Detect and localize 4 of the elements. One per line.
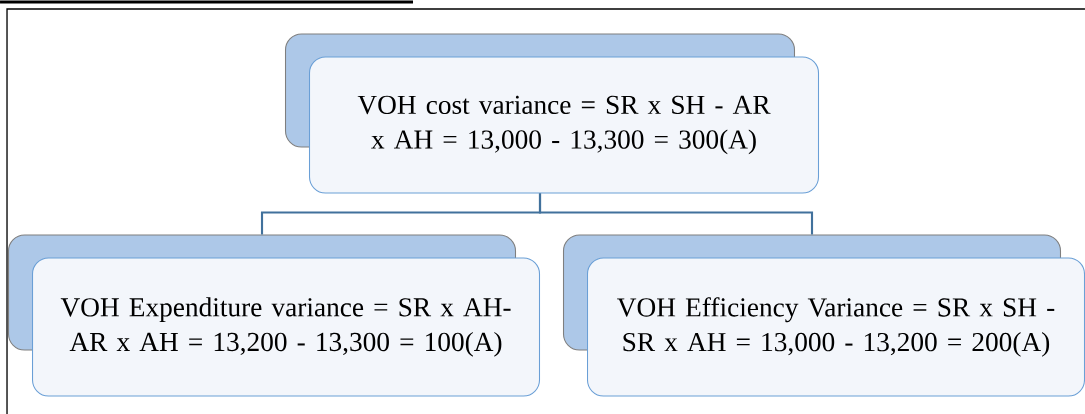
hierarchy-box: VOH Expenditure variance = SR x AH- AR x AH = 13,200 - 13,300 = 100(A) bbox=[8, 234, 541, 397]
hierarchy-box: VOH cost variance = SR x SH - AR x AH = 13,000 - 13,300 = 300(A) bbox=[284, 33, 820, 194]
hierarchy-box: VOH Efficiency Variance = SR x SH - SR x AH = 13,000 - 13,200 = 200(A) bbox=[562, 234, 1085, 397]
connector bbox=[538, 193, 814, 235]
